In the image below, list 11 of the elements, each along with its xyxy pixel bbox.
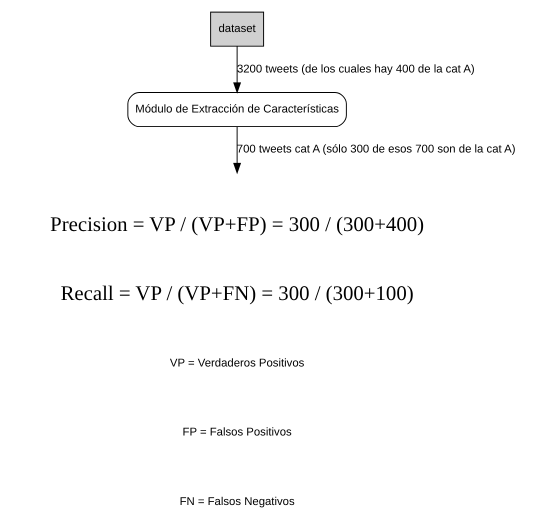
- label: Precision = VP / (VP+FP) = 300 / (300+400): [50, 212, 424, 236]
- label: FN = Falsos Negativos: [179, 496, 294, 508]
- edge-label: 700 tweets cat A (sólo 300 de esos 700 son de la cat A): [236, 144, 516, 156]
- label: Recall = VP / (VP+FN) = 300 / (300+100): [60, 280, 414, 305]
- arrow: [232, 126, 241, 174]
- label: FP = Falsos Positivos: [182, 426, 292, 439]
- edge-label: 3200 tweets (de los cuales hay 400 de la cat A): [236, 63, 474, 76]
- node-box: dataset: [210, 12, 264, 47]
- label: VP = Verdaderos Positivos: [169, 358, 304, 370]
- arrow: [232, 46, 241, 94]
- node-box: Módulo de Extracción de Características: [126, 92, 346, 128]
